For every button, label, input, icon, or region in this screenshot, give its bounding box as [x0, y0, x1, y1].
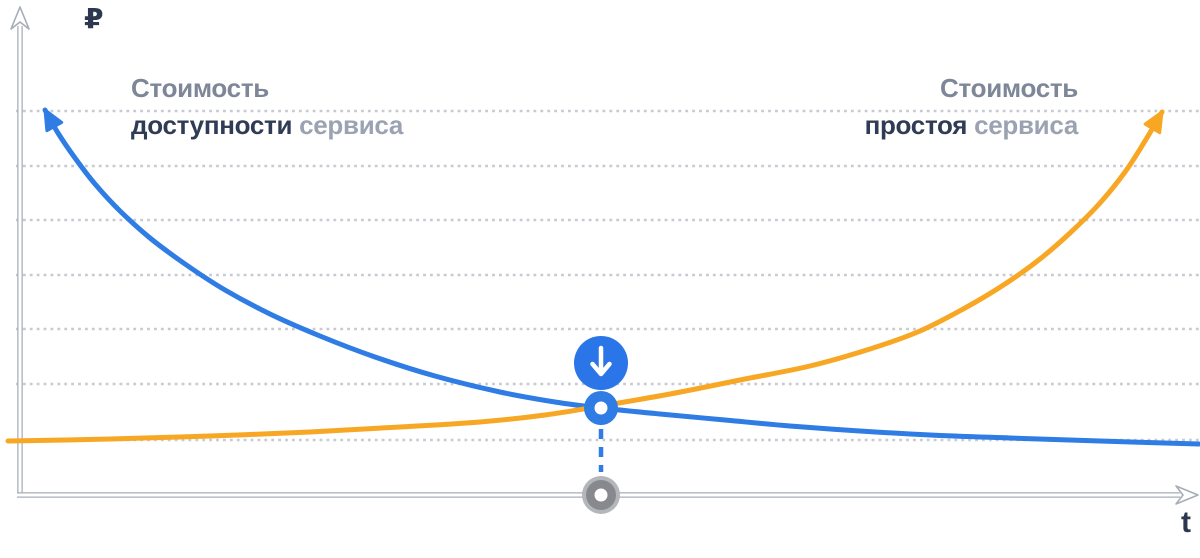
- downtime-cost-label: Стоимость простоя сервиса: [864, 70, 1079, 144]
- intersection-point-center: [594, 401, 608, 415]
- y-axis-arrowhead-icon: [10, 6, 30, 30]
- y-axis-label: ₽: [84, 3, 104, 34]
- availability-cost-arrowhead-icon: [43, 108, 64, 133]
- time-axis-point-center: [594, 488, 608, 502]
- downtime-cost-arrowhead-icon: [1143, 110, 1164, 135]
- downtime-cost-label-suffix: сервиса: [974, 110, 1078, 140]
- x-axis-arrowhead-icon: [1175, 485, 1199, 505]
- x-axis-label: t: [1181, 506, 1191, 539]
- availability-cost-label-word: доступности: [131, 110, 293, 140]
- downtime-cost-label-line1: Стоимость: [940, 73, 1078, 103]
- availability-cost-label-suffix: сервиса: [299, 110, 404, 140]
- availability-cost-label-line1: Стоимость: [131, 73, 269, 103]
- availability-cost-curve: [42, 107, 1200, 447]
- down-arrow-icon-head: [590, 361, 612, 377]
- downtime-cost-label-word: простоя: [864, 110, 968, 140]
- availability-cost-label: Стоимость доступности сервиса: [131, 70, 403, 144]
- downtime-cost-curve: [5, 109, 1165, 444]
